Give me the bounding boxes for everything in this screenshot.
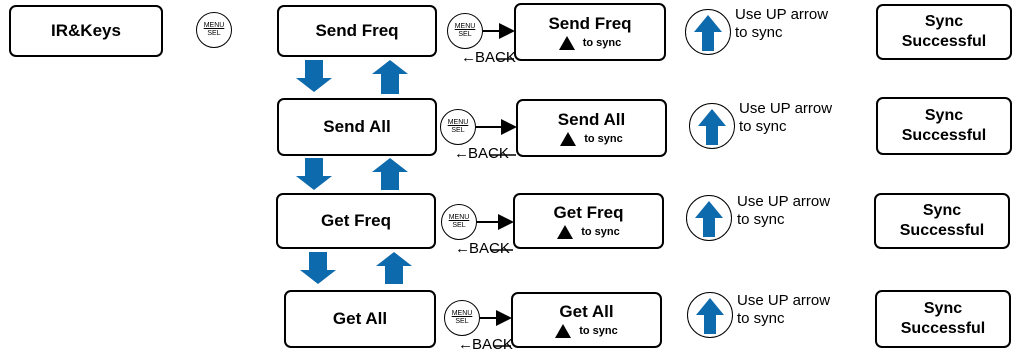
menu-label: MENU bbox=[454, 23, 476, 30]
sync-line1: Sync bbox=[924, 107, 964, 124]
sync-line1: Sync bbox=[924, 13, 964, 30]
sync-hint-line2: to sync bbox=[737, 310, 785, 327]
menu-item-box[interactable]: Send All bbox=[277, 98, 437, 156]
up-arrow-button[interactable] bbox=[689, 103, 735, 149]
down-arrow-icon bbox=[296, 158, 332, 190]
sel-label: SEL bbox=[452, 222, 466, 229]
sync-hint-line1: Use UP arrow bbox=[737, 193, 831, 210]
back-text: BACK bbox=[469, 240, 510, 257]
sync-hint-line2: to sync bbox=[735, 24, 783, 41]
screen-title: Get Freq bbox=[553, 203, 624, 222]
sel-label: SEL bbox=[458, 31, 472, 38]
sync-prompt-screen: Send Freq to sync bbox=[514, 3, 666, 61]
up-arrow-button[interactable] bbox=[686, 195, 732, 241]
back-text: BACK bbox=[472, 336, 513, 353]
up-arrow-icon bbox=[372, 158, 408, 190]
menu-item-box[interactable]: Get All bbox=[284, 290, 436, 348]
sync-prompt-screen: Get All to sync bbox=[511, 292, 662, 348]
sync-line2: Successful bbox=[900, 320, 986, 337]
sync-hint-line2: to sync bbox=[737, 211, 785, 228]
screen-title: Get All bbox=[559, 302, 614, 321]
up-arrow-icon bbox=[694, 15, 722, 51]
sync-hint-line1: Use UP arrow bbox=[737, 292, 831, 309]
up-arrow-icon bbox=[695, 201, 723, 237]
sync-hint-line1: Use UP arrow bbox=[735, 6, 829, 23]
up-arrow-button[interactable] bbox=[687, 292, 733, 338]
sync-hint-line2: to sync bbox=[739, 118, 787, 135]
down-arrow-icon bbox=[296, 60, 332, 92]
up-arrow-icon bbox=[698, 109, 726, 145]
back-text: BACK bbox=[468, 145, 509, 162]
screen-subtitle: to sync bbox=[581, 226, 620, 238]
up-triangle-icon bbox=[558, 36, 575, 50]
back-text: BACK bbox=[475, 49, 516, 66]
sync-hint-line1: Use UP arrow bbox=[739, 100, 833, 117]
up-arrow-icon bbox=[372, 60, 408, 94]
menu-label: MENU bbox=[448, 214, 470, 221]
back-label: ←BACK bbox=[461, 49, 516, 66]
back-label: ←BACK bbox=[458, 336, 513, 353]
menu-item-box[interactable]: Send Freq bbox=[277, 5, 437, 57]
sync-prompt-screen: Get Freq to sync bbox=[513, 193, 664, 249]
up-triangle-icon bbox=[560, 132, 577, 146]
back-arrow-icon: ← bbox=[454, 145, 469, 162]
menu-item-box[interactable]: Get Freq bbox=[276, 193, 436, 249]
sync-line2: Successful bbox=[899, 222, 985, 239]
down-arrow-icon bbox=[300, 252, 336, 284]
sync-prompt-screen: Send All to sync bbox=[516, 99, 667, 157]
menu-label: MENU bbox=[451, 310, 473, 317]
menu-sel-button[interactable]: MENU SEL bbox=[196, 12, 232, 48]
sync-line1: Sync bbox=[923, 300, 963, 317]
back-label: ←BACK bbox=[455, 240, 510, 257]
sel-label: SEL bbox=[207, 30, 221, 37]
up-arrow-button[interactable] bbox=[685, 9, 731, 55]
up-triangle-icon bbox=[555, 324, 572, 338]
up-arrow-icon bbox=[376, 252, 412, 284]
menu-label: MENU bbox=[203, 22, 225, 29]
screen-subtitle: to sync bbox=[584, 133, 623, 145]
sync-line2: Successful bbox=[901, 33, 987, 50]
sel-label: SEL bbox=[451, 127, 465, 134]
menu-label: MENU bbox=[447, 119, 469, 126]
sel-label: SEL bbox=[455, 318, 469, 325]
up-triangle-icon bbox=[557, 225, 574, 239]
sync-line1: Sync bbox=[922, 202, 962, 219]
screen-title: Send All bbox=[557, 110, 626, 129]
screen-title: Send Freq bbox=[548, 14, 632, 33]
back-arrow-icon: ← bbox=[455, 240, 470, 257]
ir-keys-box[interactable]: IR&Keys bbox=[9, 5, 163, 57]
back-arrow-icon: ← bbox=[458, 336, 473, 353]
screen-subtitle: to sync bbox=[582, 37, 622, 49]
screen-subtitle: to sync bbox=[579, 325, 618, 337]
up-arrow-icon bbox=[696, 298, 724, 334]
sync-line2: Successful bbox=[901, 127, 987, 144]
back-label: ←BACK bbox=[454, 145, 509, 162]
back-arrow-icon: ← bbox=[461, 49, 476, 66]
